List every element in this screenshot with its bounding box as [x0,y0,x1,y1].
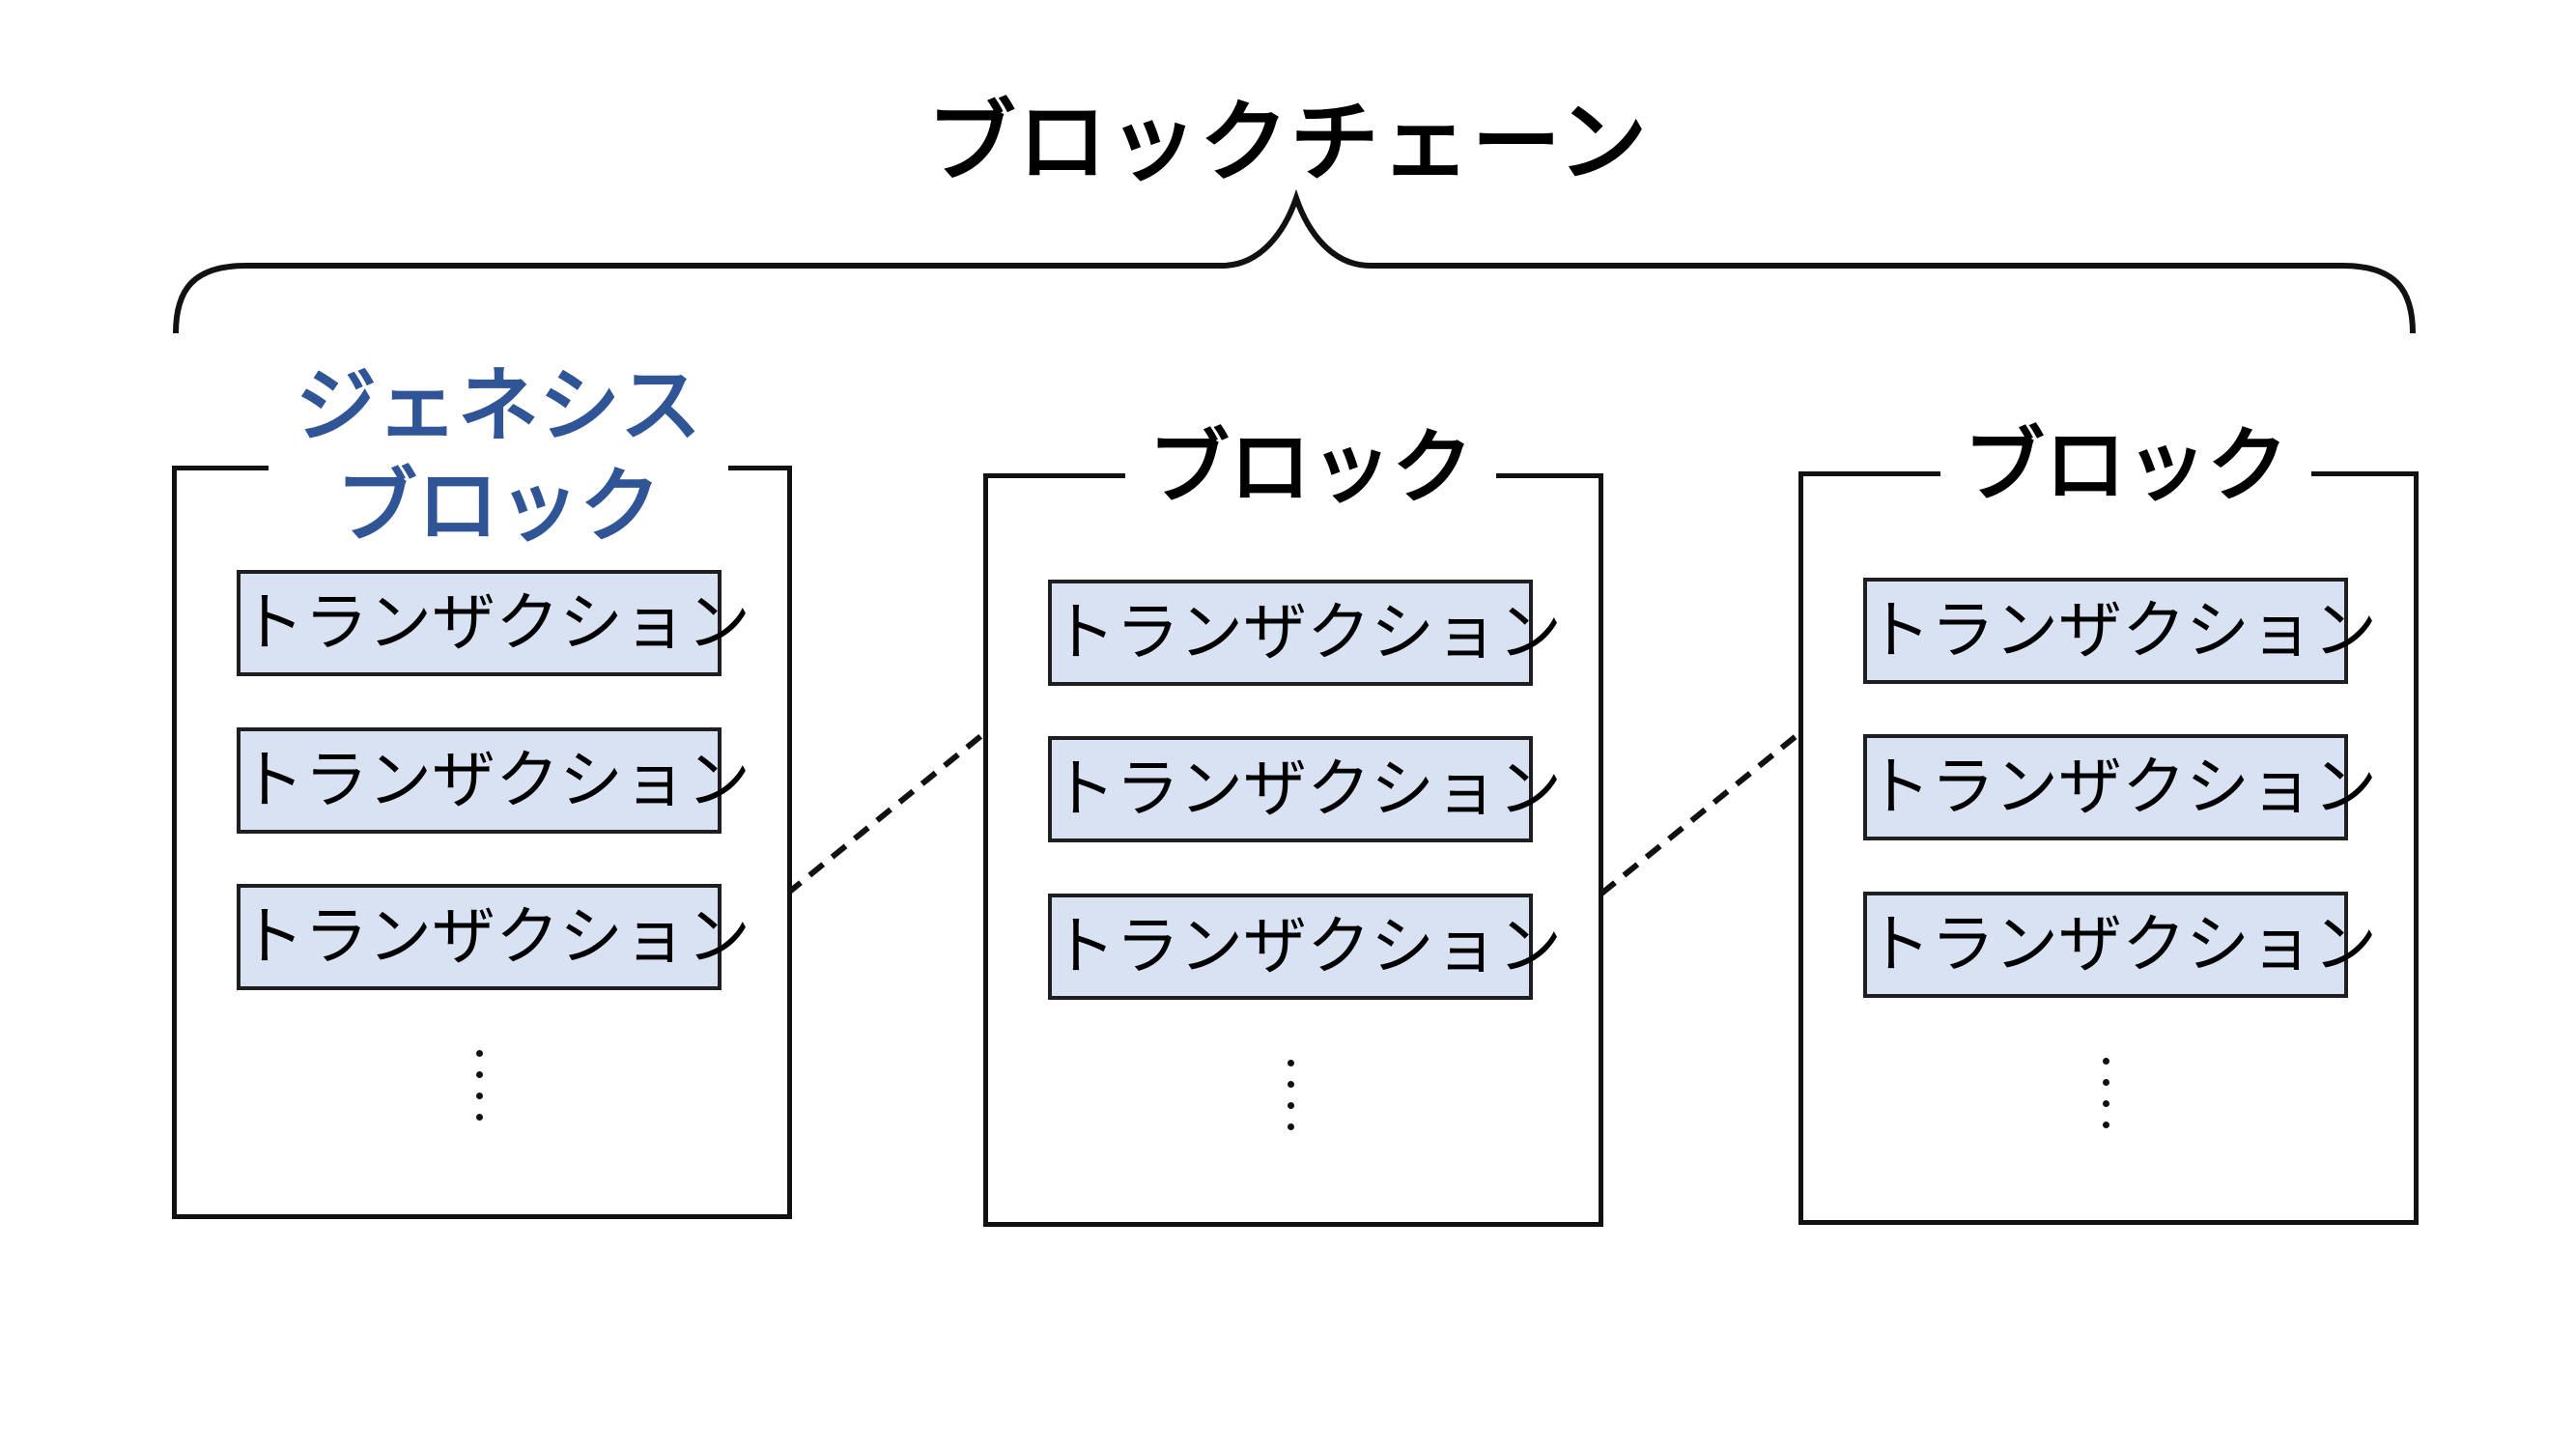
chain-brace [173,188,2416,334]
more-transactions-ellipsis [2103,1058,2110,1143]
block-3-label: ブロック [1940,415,2311,516]
transaction-box: トランザクション [1863,578,2377,684]
transaction-box: トランザクション [1863,734,2377,840]
block-2-label: ブロック [1125,417,1496,518]
transaction-box: トランザクション [1048,736,1562,842]
more-transactions-ellipsis [476,1050,484,1135]
link-block-2-to-block-3 [1599,731,1800,896]
transaction-box: トランザクション [237,570,750,676]
more-transactions-ellipsis [1288,1060,1295,1145]
genesis-block-label-line2: ブロック [335,459,661,554]
transaction-box: トランザクション [1048,580,1562,686]
genesis-block-label-line1: ジェネシス [295,358,701,453]
transaction-box: トランザクション [237,727,750,834]
genesis-block-label: ジェネシス ブロック [269,355,728,556]
transaction-box: トランザクション [1863,892,2377,998]
link-genesis-to-block-2 [785,731,985,896]
chain-title: ブロックチェーン [926,91,1650,194]
transaction-box: トランザクション [1048,894,1562,1000]
transaction-box: トランザクション [237,884,750,990]
